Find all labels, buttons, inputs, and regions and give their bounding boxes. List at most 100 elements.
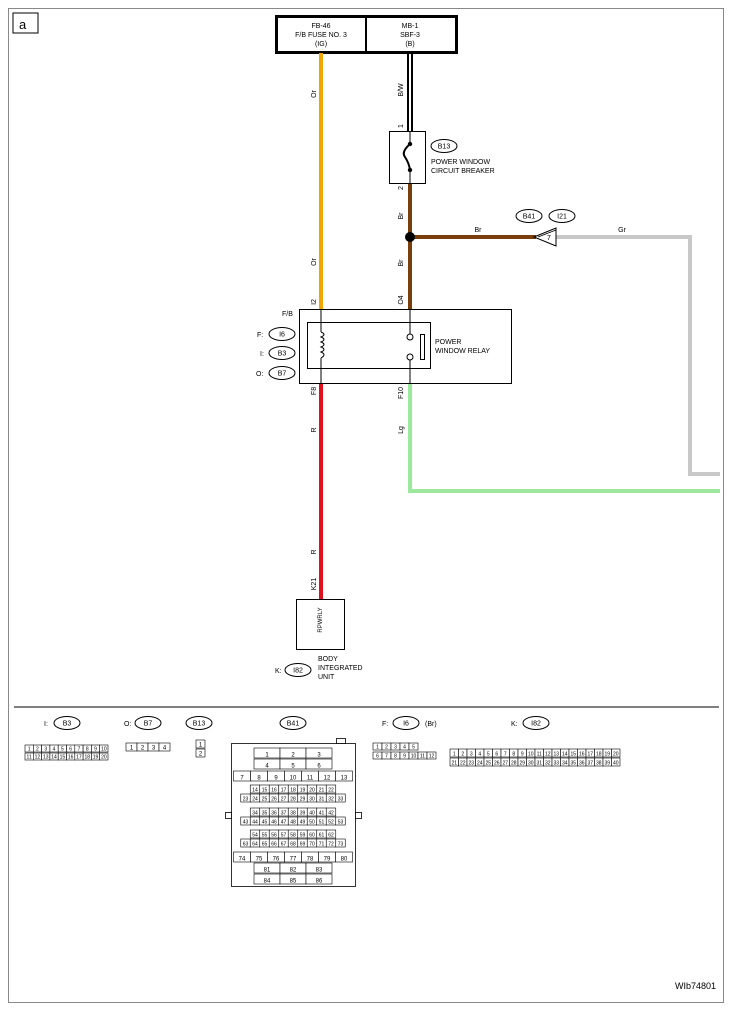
relay-conn-prefix-i: I: xyxy=(260,351,264,358)
pin-number: 50 xyxy=(309,819,315,825)
pin-number: 3 xyxy=(394,744,397,750)
pin-number: 41 xyxy=(319,810,325,816)
face-i6-prefix: F: xyxy=(382,721,388,728)
pin-number: 11 xyxy=(537,751,542,757)
pin-number: 67 xyxy=(281,841,287,847)
pin-number: 85 xyxy=(290,878,297,884)
pin-number: 4 xyxy=(53,746,56,752)
face-i82-badge xyxy=(522,716,550,730)
diagram-frame xyxy=(8,8,724,1003)
pin-number: 68 xyxy=(290,841,296,847)
pin-number: 4 xyxy=(403,744,406,750)
pin-number: 56 xyxy=(271,832,277,838)
face-b7-id: B7 xyxy=(144,721,153,728)
body-unit-inner-label: RPWRLY xyxy=(318,607,324,632)
connector-badge-b3 xyxy=(268,346,296,360)
pin-label-cb-1: 1 xyxy=(398,124,405,128)
pin-number: 24 xyxy=(252,796,258,802)
pin-cell xyxy=(611,748,621,758)
pin-number: 15 xyxy=(262,787,268,793)
relay-conn-prefix-o: O: xyxy=(256,371,263,378)
pin-number: 53 xyxy=(338,819,344,825)
pin-number: 10 xyxy=(290,775,297,781)
pin-number: 1 xyxy=(199,742,203,748)
wire-light-green xyxy=(408,383,720,493)
pin-number: 17 xyxy=(76,754,82,760)
pin-number: 11 xyxy=(27,754,32,760)
circuit-breaker-label-2: CIRCUIT BREAKER xyxy=(431,168,495,175)
pin-number: 17 xyxy=(281,787,287,793)
pin-cell xyxy=(325,807,337,817)
pin-number: 7 xyxy=(504,751,507,757)
face-b41-id: B41 xyxy=(287,721,300,728)
pin-cell xyxy=(335,838,346,848)
pin-cell xyxy=(335,851,353,863)
pin-label-i2: I2 xyxy=(311,299,318,305)
wire-label-bw: B/W xyxy=(398,83,405,97)
pin-number: 16 xyxy=(68,754,74,760)
pin-number: 24 xyxy=(477,760,483,766)
pin-number: 31 xyxy=(319,796,325,802)
pin-cell xyxy=(335,816,346,826)
pin-number: 5 xyxy=(412,744,415,750)
relay-armature xyxy=(420,334,425,360)
pin-number: 51 xyxy=(319,819,325,825)
pin-number: 77 xyxy=(290,856,297,862)
pin-number: 76 xyxy=(273,856,280,862)
connector-id-i82: I82 xyxy=(293,668,303,675)
pin-number: 74 xyxy=(239,856,246,862)
connector-badge-b41 xyxy=(515,209,543,223)
junction-pin-7: 7 xyxy=(547,235,551,242)
pin-number: 1 xyxy=(376,744,379,750)
pin-number: 17 xyxy=(587,751,593,757)
connector-badge-i82 xyxy=(284,663,312,677)
wire-label-br-2: Br xyxy=(398,259,405,267)
pin-number: 23 xyxy=(468,760,474,766)
pin-number: 19 xyxy=(300,787,306,793)
pin-number: 5 xyxy=(487,751,490,757)
pin-cell xyxy=(335,793,346,803)
pin-number: 9 xyxy=(521,751,524,757)
pin-cell xyxy=(426,751,437,760)
pin-cell xyxy=(305,758,333,770)
face-i6-badge xyxy=(392,716,420,730)
pin-number: 69 xyxy=(300,841,306,847)
face-i82-prefix: K: xyxy=(511,721,518,728)
pin-number: 36 xyxy=(271,810,277,816)
pin-number: 6 xyxy=(495,751,498,757)
pin-number: 33 xyxy=(338,796,344,802)
pin-number: 44 xyxy=(252,819,258,825)
pin-number: 22 xyxy=(460,760,466,766)
pin-number: 4 xyxy=(265,763,269,769)
pin-cell xyxy=(335,770,353,782)
pin-number: 73 xyxy=(338,841,344,847)
pin-number: 12 xyxy=(324,775,331,781)
pin-number: 8 xyxy=(257,775,261,781)
face-b7-prefix: O: xyxy=(124,721,131,728)
face-i6-suffix: (Br) xyxy=(425,721,437,728)
face-b41-badge xyxy=(279,716,307,730)
pin-number: 14 xyxy=(562,751,568,757)
pin-number: 12 xyxy=(545,751,551,757)
pin-number: 52 xyxy=(328,819,334,825)
pin-number: 80 xyxy=(341,856,348,862)
pin-number: 3 xyxy=(152,745,156,751)
pin-number: 84 xyxy=(264,878,271,884)
pin-number: 2 xyxy=(385,744,388,750)
pin-number: 2 xyxy=(36,746,39,752)
fuse-right-line1: MB-1 xyxy=(402,23,419,30)
pin-number: 63 xyxy=(243,841,249,847)
relay-contact-bottom xyxy=(406,353,414,361)
pin-number: 65 xyxy=(262,841,268,847)
pin-label-f10: F10 xyxy=(398,387,405,399)
panel-label: a xyxy=(19,17,27,32)
body-unit-label-2: INTEGRATED xyxy=(318,665,363,672)
connector-id-i21: I21 xyxy=(557,214,567,221)
pin-number: 79 xyxy=(324,856,331,862)
fuse-right-line2: SBF-3 xyxy=(400,32,420,39)
pin-number: 26 xyxy=(271,796,277,802)
pin-number: 11 xyxy=(307,775,314,781)
pin-number: 18 xyxy=(290,787,296,793)
connector-face-b13: 12 xyxy=(195,739,206,757)
